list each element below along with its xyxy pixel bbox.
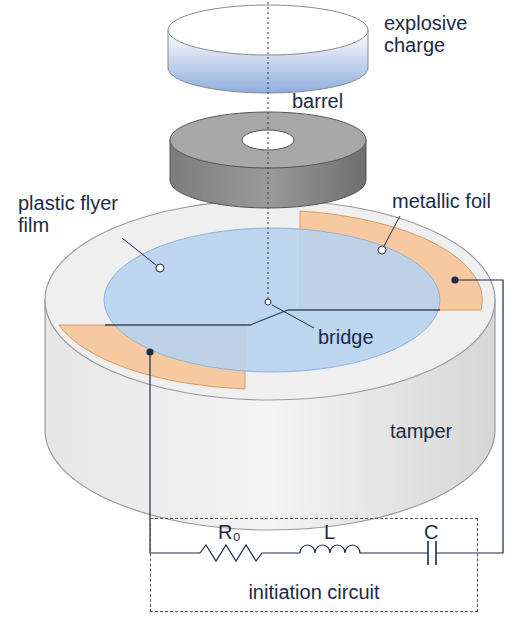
component-label: R₀ — [218, 521, 258, 543]
part-label: bridge — [318, 326, 408, 348]
circuit-box: initiation circuit — [150, 518, 478, 612]
component-label: L — [324, 521, 354, 543]
leader-lines — [122, 216, 400, 328]
part-label: barrel — [292, 90, 382, 112]
part-label: tamper — [390, 420, 480, 442]
wires — [147, 277, 503, 553]
box-caption: initiation circuit — [151, 581, 477, 603]
part-label: explosive charge — [384, 12, 484, 56]
circuit-symbols — [200, 541, 436, 565]
part-label: plastic flyer film — [18, 192, 148, 236]
capacitor-symbol — [427, 541, 429, 565]
capacitor-symbol — [435, 541, 437, 565]
bridge-outline — [105, 310, 440, 325]
part-label: metallic foil — [392, 190, 517, 212]
component-label: C — [424, 521, 454, 543]
axis-line — [268, 2, 269, 300]
metallic-foil — [59, 211, 482, 389]
plastic-flyer-film — [104, 228, 440, 372]
tamper-cylinder — [45, 200, 495, 530]
resistor-symbol — [200, 545, 300, 561]
inductor-symbol — [300, 545, 428, 553]
